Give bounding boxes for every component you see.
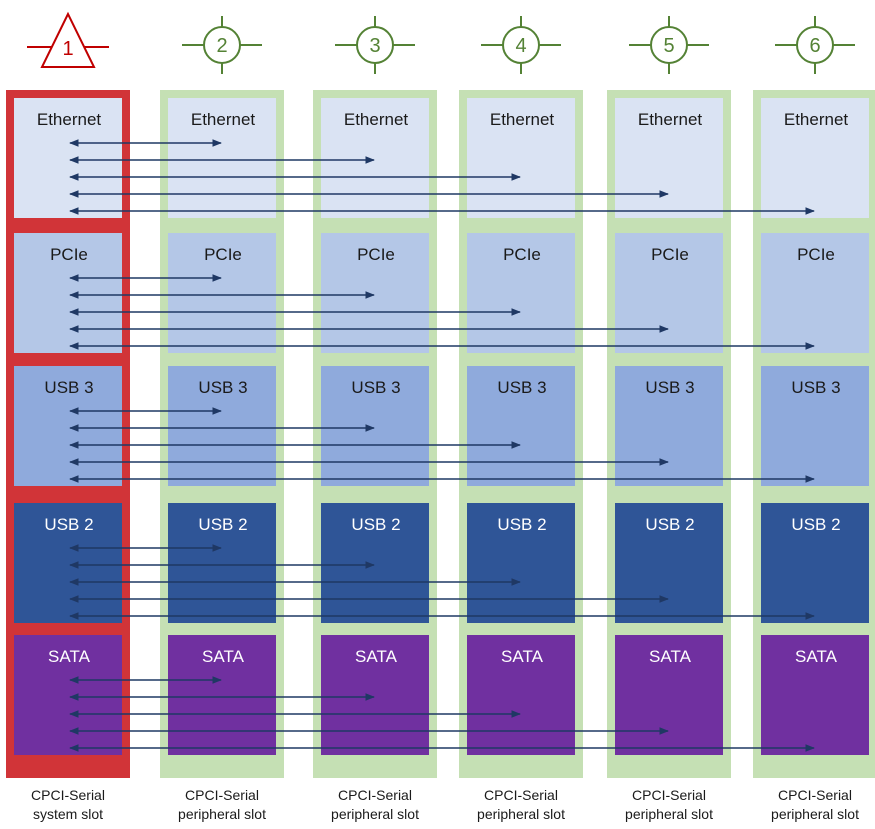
interface-block: [761, 635, 869, 755]
slot-caption: CPCI-Serial peripheral slot: [147, 786, 297, 824]
interface-label: USB 3: [645, 378, 694, 397]
circle-icon: [796, 26, 834, 64]
interface-label: PCIe: [797, 245, 835, 264]
slot-caption: CPCI-Serial peripheral slot: [446, 786, 596, 824]
slot-caption-line: peripheral slot: [625, 806, 713, 822]
slot-caption-line: CPCI-Serial: [338, 787, 412, 803]
interface-label: USB 3: [44, 378, 93, 397]
interface-label: Ethernet: [37, 110, 102, 129]
interface-block: [615, 233, 723, 353]
interface-label: USB 3: [497, 378, 546, 397]
interface-label: USB 3: [351, 378, 400, 397]
interface-block: [615, 635, 723, 755]
interface-label: Ethernet: [191, 110, 256, 129]
interface-block: [467, 98, 575, 218]
interface-block: [761, 233, 869, 353]
slot-caption-line: system slot: [32, 806, 103, 822]
slot-number: 3: [369, 35, 380, 57]
interface-label: USB 2: [44, 515, 93, 534]
interface-label: USB 3: [791, 378, 840, 397]
interface-label: SATA: [795, 647, 838, 666]
slot-caption-line: peripheral slot: [771, 806, 859, 822]
interface-label: PCIe: [50, 245, 88, 264]
slot-caption: CPCI-Serial system slot: [0, 786, 143, 824]
backplane-diagram: Ethernet Ethernet Ethernet Ethernet Ethernet…: [6, 11, 875, 778]
slot-caption: CPCI-Serial peripheral slot: [594, 786, 744, 824]
interface-block: [761, 503, 869, 623]
interface-block: [467, 366, 575, 486]
circle-icon: [356, 26, 394, 64]
interface-label: Ethernet: [638, 110, 703, 129]
slot-caption-line: CPCI-Serial: [185, 787, 259, 803]
interface-block: [761, 98, 869, 218]
interface-label: Ethernet: [344, 110, 409, 129]
slot-caption-line: peripheral slot: [331, 806, 419, 822]
interface-block: [615, 98, 723, 218]
interface-block: [467, 233, 575, 353]
slot-caption: CPCI-Serial peripheral slot: [300, 786, 450, 824]
interface-label: PCIe: [204, 245, 242, 264]
interface-label: USB 3: [198, 378, 247, 397]
interface-label: Ethernet: [490, 110, 555, 129]
slot-caption: CPCI-Serial peripheral slot: [740, 786, 875, 824]
interface-label: USB 2: [351, 515, 400, 534]
slot-caption-line: CPCI-Serial: [778, 787, 852, 803]
interface-label: PCIe: [651, 245, 689, 264]
interface-label: SATA: [355, 647, 398, 666]
interface-label: SATA: [48, 647, 91, 666]
slot-number: 6: [809, 35, 820, 57]
interface-block: [615, 366, 723, 486]
slot-caption-line: CPCI-Serial: [484, 787, 558, 803]
slot-caption-line: CPCI-Serial: [31, 787, 105, 803]
interface-label: PCIe: [357, 245, 395, 264]
slot-number: 4: [515, 35, 526, 57]
interface-label: USB 2: [645, 515, 694, 534]
interface-label: SATA: [501, 647, 544, 666]
slot-caption-line: peripheral slot: [178, 806, 266, 822]
slot-number: 1: [62, 38, 73, 60]
circle-icon: [502, 26, 540, 64]
slot-caption-line: peripheral slot: [477, 806, 565, 822]
interface-block: [467, 503, 575, 623]
interface-label: PCIe: [503, 245, 541, 264]
interface-block: [467, 635, 575, 755]
interface-label: SATA: [202, 647, 245, 666]
slot-number: 2: [216, 35, 227, 57]
slot-caption-line: CPCI-Serial: [632, 787, 706, 803]
interface-label: SATA: [649, 647, 692, 666]
interface-label: USB 2: [198, 515, 247, 534]
triangle-icon: [40, 11, 96, 68]
interface-label: Ethernet: [784, 110, 849, 129]
interface-block: [761, 366, 869, 486]
slot-number: 5: [663, 35, 674, 57]
circle-icon: [650, 26, 688, 64]
interface-label: USB 2: [791, 515, 840, 534]
interface-block: [615, 503, 723, 623]
interface-label: USB 2: [497, 515, 546, 534]
circle-icon: [203, 26, 241, 64]
